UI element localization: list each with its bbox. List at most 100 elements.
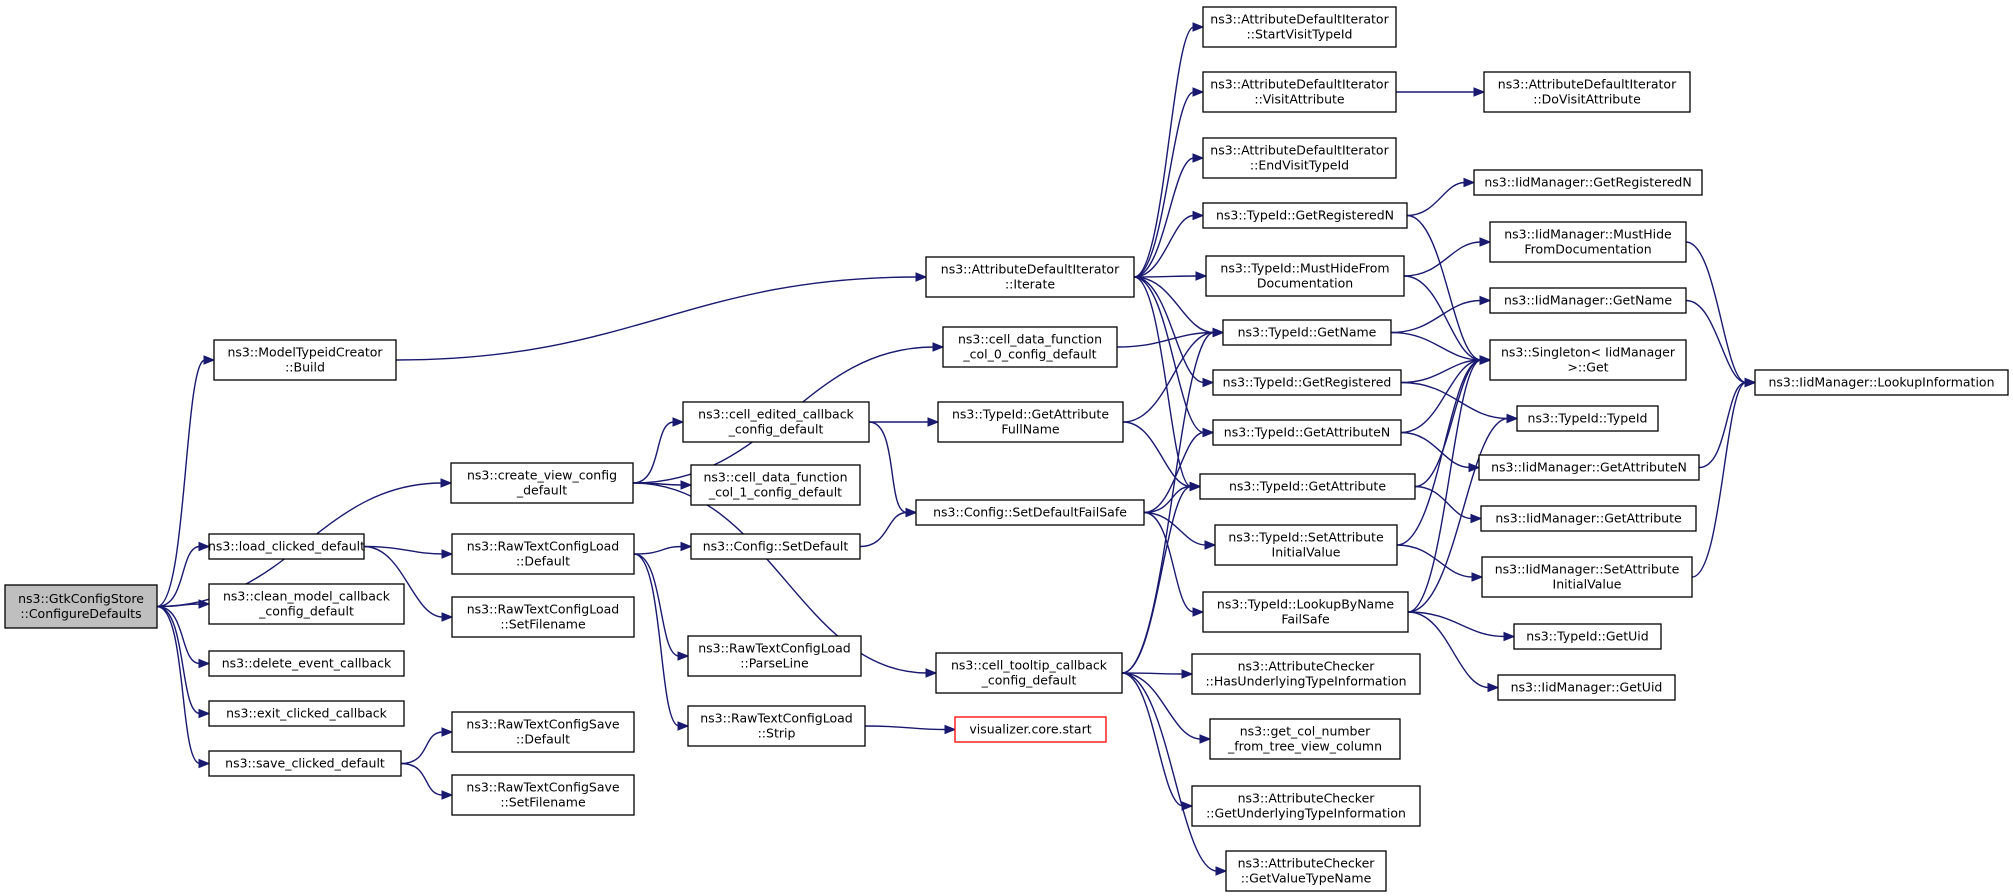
node-gtk[interactable]: ns3::GtkConfigStore::ConfigureDefaults xyxy=(4,584,158,629)
node-cfgsd[interactable]: ns3::Config::SetDefault xyxy=(690,533,861,560)
edge-arrowhead xyxy=(1470,513,1483,524)
node-sing[interactable]: ns3::Singleton< IidManager>::Get xyxy=(1489,339,1687,381)
node-rtl-def[interactable]: ns3::RawTextConfigLoad::Default xyxy=(451,533,635,575)
edge-adi-it-to-tid-ga xyxy=(1133,276,1202,492)
node-iid-li[interactable]: ns3::IidManager::LookupInformation xyxy=(1754,369,2009,396)
edge-arrowhead xyxy=(944,724,957,735)
node-label: ::SetFilename xyxy=(500,617,586,632)
node-rts-sf[interactable]: ns3::RawTextConfigSave::SetFilename xyxy=(451,774,635,816)
node-ac-guti[interactable]: ns3::AttributeChecker::GetUnderlyingType… xyxy=(1191,785,1421,827)
node-box xyxy=(208,750,402,777)
node-cdf0[interactable]: ns3::cell_data_function_col_0_config_def… xyxy=(942,326,1118,368)
edge-arrowhead xyxy=(441,790,454,800)
edge-line xyxy=(156,359,206,608)
edge-arrowhead xyxy=(441,612,454,622)
node-lcd[interactable]: ns3::load_clicked_default xyxy=(208,533,365,560)
edge-arrowhead xyxy=(1192,607,1205,617)
edge-arrowhead xyxy=(198,541,211,552)
edge-line xyxy=(156,605,201,715)
node-iid-saiv[interactable]: ns3::IidManager::SetAttributeInitialValu… xyxy=(1481,556,1693,598)
node-label: ns3::Singleton< IidManager xyxy=(1501,345,1676,360)
node-dec[interactable]: ns3::delete_event_callback xyxy=(208,650,405,677)
edge-gtk-to-ecc xyxy=(156,605,211,719)
edge-line xyxy=(1396,359,1482,546)
node-scd[interactable]: ns3::save_clicked_default xyxy=(208,750,402,777)
node-rts-def[interactable]: ns3::RawTextConfigSave::Default xyxy=(451,711,635,753)
node-label: ns3::TypeId::MustHideFrom xyxy=(1220,261,1389,276)
node-cdf1[interactable]: ns3::cell_data_function_col_1_config_def… xyxy=(690,464,861,506)
edge-arrowhead xyxy=(672,417,685,427)
node-cfgsdfs[interactable]: ns3::Config::SetDefaultFailSafe xyxy=(915,499,1145,526)
node-iid-mhfd[interactable]: ns3::IidManager::MustHideFromDocumentati… xyxy=(1489,221,1687,263)
node-label: InitialValue xyxy=(1272,545,1341,560)
node-label: ::Build xyxy=(285,360,325,375)
node-adi-dva[interactable]: ns3::AttributeDefaultIterator::DoVisitAt… xyxy=(1483,71,1691,113)
node-label: ns3::TypeId::TypeId xyxy=(1528,411,1648,426)
edge-line xyxy=(156,605,201,665)
node-label: ns3::TypeId::SetAttribute xyxy=(1228,530,1384,545)
edge-adi-it-to-tid-mhfd xyxy=(1133,271,1208,281)
node-label: ns3::delete_event_callback xyxy=(222,656,392,671)
node-rtl-sf[interactable]: ns3::RawTextConfigLoad::SetFilename xyxy=(451,596,635,638)
node-gcn[interactable]: ns3::get_col_number_from_tree_view_colum… xyxy=(1209,718,1401,760)
node-adi-va[interactable]: ns3::AttributeDefaultIterator::VisitAttr… xyxy=(1202,71,1397,113)
node-tid-gr[interactable]: ns3::TypeId::GetRegistered xyxy=(1212,369,1402,396)
node-label: ns3::IidManager::GetRegisteredN xyxy=(1484,175,1691,190)
edge-line xyxy=(1390,299,1482,334)
node-ecc[interactable]: ns3::exit_clicked_callback xyxy=(208,700,405,727)
node-box xyxy=(1191,785,1421,827)
edge-line xyxy=(1407,611,1506,638)
node-iid-ga[interactable]: ns3::IidManager::GetAttribute xyxy=(1480,505,1697,532)
node-iid-gn[interactable]: ns3::IidManager::GetName xyxy=(1489,287,1687,314)
edge-arrowhead xyxy=(905,507,918,518)
node-tid-tid[interactable]: ns3::TypeId::TypeId xyxy=(1516,405,1659,432)
node-adi-it[interactable]: ns3::AttributeDefaultIterator::Iterate xyxy=(925,256,1135,298)
node-rtl-st[interactable]: ns3::RawTextConfigLoad::Strip xyxy=(687,705,866,747)
edge-line xyxy=(156,603,201,608)
node-box xyxy=(1489,287,1687,314)
node-label: ::StartVisitTypeId xyxy=(1247,27,1353,42)
node-ac-gvtn[interactable]: ns3::AttributeChecker::GetValueTypeName xyxy=(1225,850,1387,892)
node-tid-gu[interactable]: ns3::TypeId::GetUid xyxy=(1513,623,1662,650)
node-mtc[interactable]: ns3::ModelTypeidCreator::Build xyxy=(213,339,397,381)
node-rtl-pl[interactable]: ns3::RawTextConfigLoad::ParseLine xyxy=(687,635,862,677)
node-box xyxy=(1202,6,1397,48)
node-tid-gn[interactable]: ns3::TypeId::GetName xyxy=(1222,319,1392,346)
edge-arrowhead xyxy=(927,417,940,427)
node-adi-evt[interactable]: ns3::AttributeDefaultIterator::EndVisitT… xyxy=(1202,137,1397,179)
node-box xyxy=(450,462,634,504)
node-tid-ga[interactable]: ns3::TypeId::GetAttribute xyxy=(1199,473,1416,500)
edge-line xyxy=(868,421,908,514)
edge-line xyxy=(1121,672,1184,807)
edge-arrowhead xyxy=(1479,295,1492,306)
node-ac-huti[interactable]: ns3::AttributeChecker::HasUnderlyingType… xyxy=(1191,653,1421,695)
node-cecb[interactable]: ns3::cell_edited_callback_config_default xyxy=(682,401,870,443)
node-iid-gan[interactable]: ns3::IidManager::GetAttributeN xyxy=(1478,454,1700,481)
edge-tid-lbnfs-to-iid-gu xyxy=(1407,611,1500,693)
edge-line xyxy=(1122,331,1215,423)
node-label: ns3::get_col_number xyxy=(1240,724,1371,739)
node-label: FromDocumentation xyxy=(1524,242,1651,257)
node-cmc[interactable]: ns3::clean_model_callback_config_default xyxy=(208,583,405,625)
edge-cvc-to-cecb xyxy=(632,417,685,484)
node-cttcb[interactable]: ns3::cell_tooltip_callback_config_defaul… xyxy=(935,652,1123,694)
node-box xyxy=(915,499,1145,526)
node-cvc[interactable]: ns3::create_view_config_default xyxy=(450,462,634,504)
node-adi-svt[interactable]: ns3::AttributeDefaultIterator::StartVisi… xyxy=(1202,6,1397,48)
node-label: ns3::IidManager::LookupInformation xyxy=(1768,375,1994,390)
edge-line xyxy=(1143,511,1207,546)
node-tid-gan[interactable]: ns3::TypeId::GetAttributeN xyxy=(1212,419,1402,446)
node-label: ::ParseLine xyxy=(740,656,809,671)
edge-arrowhead xyxy=(680,541,693,552)
node-tid-grn[interactable]: ns3::TypeId::GetRegisteredN xyxy=(1202,202,1408,229)
edge-line xyxy=(1121,485,1192,674)
node-iid-gu[interactable]: ns3::IidManager::GetUid xyxy=(1497,674,1676,701)
edge-line xyxy=(395,276,918,361)
node-iid-grn[interactable]: ns3::IidManager::GetRegisteredN xyxy=(1473,169,1703,196)
edge-line xyxy=(363,545,444,618)
node-vcs[interactable]: visualizer.core.start xyxy=(954,716,1107,743)
